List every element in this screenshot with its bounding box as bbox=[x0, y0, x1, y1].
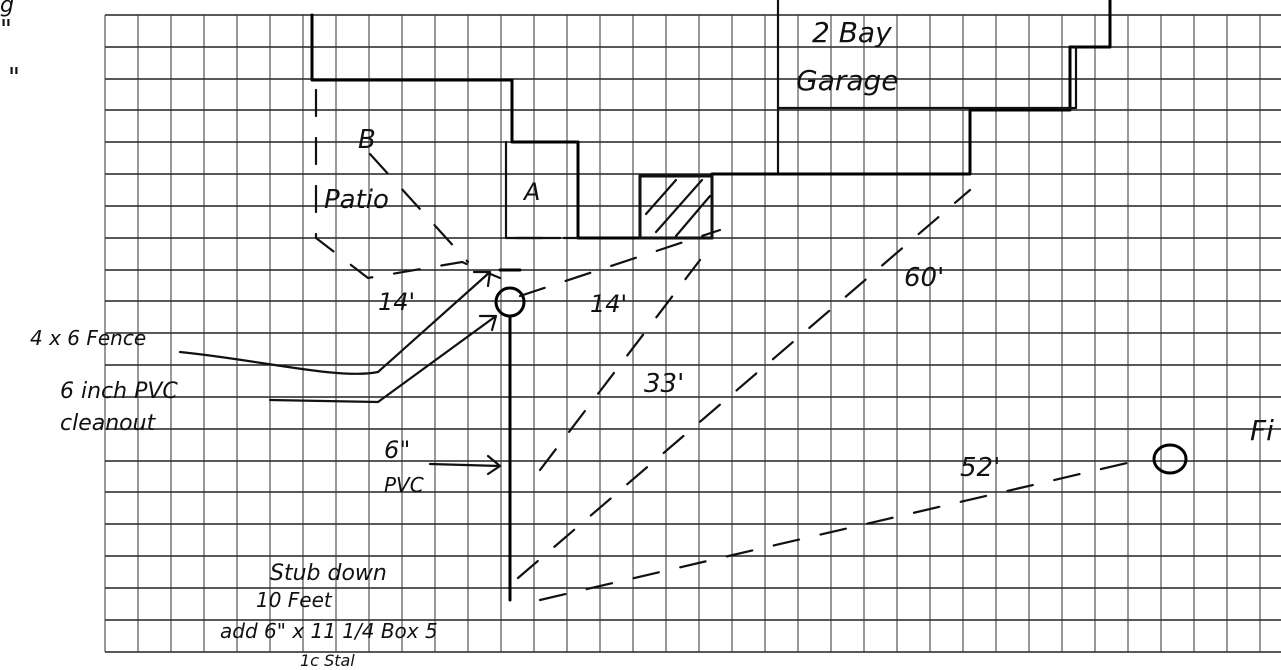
note-cleanout-line2: cleanout bbox=[60, 411, 157, 436]
hatched-fixture bbox=[638, 174, 714, 240]
note-stub-down: Stub down bbox=[270, 561, 387, 586]
cleanout-arrow bbox=[268, 314, 498, 404]
label-garage: Garage bbox=[796, 64, 899, 97]
note-pvc-line2: PVC bbox=[384, 473, 424, 497]
note-add-boxes: add 6" x 11 1/4 Box 5 bbox=[220, 619, 438, 643]
dim-14-right: 14' bbox=[590, 290, 627, 318]
edge-fi: Fi bbox=[1250, 414, 1274, 447]
margin-mark-2: " bbox=[8, 63, 20, 93]
fence-arrow bbox=[178, 270, 492, 375]
cleanout-circle bbox=[494, 286, 526, 318]
garage-outline bbox=[776, 0, 1078, 174]
dim-33: 33' bbox=[644, 369, 684, 399]
note-cleanout-line1: 6 inch PVC bbox=[60, 379, 178, 404]
dim-60: 60' bbox=[904, 263, 944, 293]
margin-mark-1: " bbox=[0, 15, 12, 45]
note-pvc-line1: 6" bbox=[384, 436, 410, 464]
pipe-run-33 bbox=[518, 228, 722, 298]
section-a-box bbox=[504, 140, 562, 240]
pipe-run-60 bbox=[516, 188, 972, 580]
bottom-fragment: 1c Stal bbox=[300, 651, 355, 670]
label-patio: Patio bbox=[324, 185, 389, 215]
label-b: B bbox=[358, 125, 376, 155]
label-2-bay: 2 Bay bbox=[812, 16, 892, 49]
edge-g: g bbox=[0, 0, 14, 18]
dim-14-left: 14' bbox=[378, 288, 415, 316]
note-fence: 4 x 6 Fence bbox=[30, 326, 146, 350]
dim-52: 52' bbox=[960, 453, 1000, 483]
end-cleanout-circle bbox=[1152, 443, 1188, 475]
graph-paper-grid bbox=[104, 14, 1281, 653]
hatch-lines bbox=[644, 178, 712, 238]
note-ten-feet: 10 Feet bbox=[256, 588, 333, 612]
pipe-run-52 bbox=[538, 458, 1142, 602]
label-a: A bbox=[522, 178, 540, 206]
pvc-arrow bbox=[428, 454, 502, 476]
